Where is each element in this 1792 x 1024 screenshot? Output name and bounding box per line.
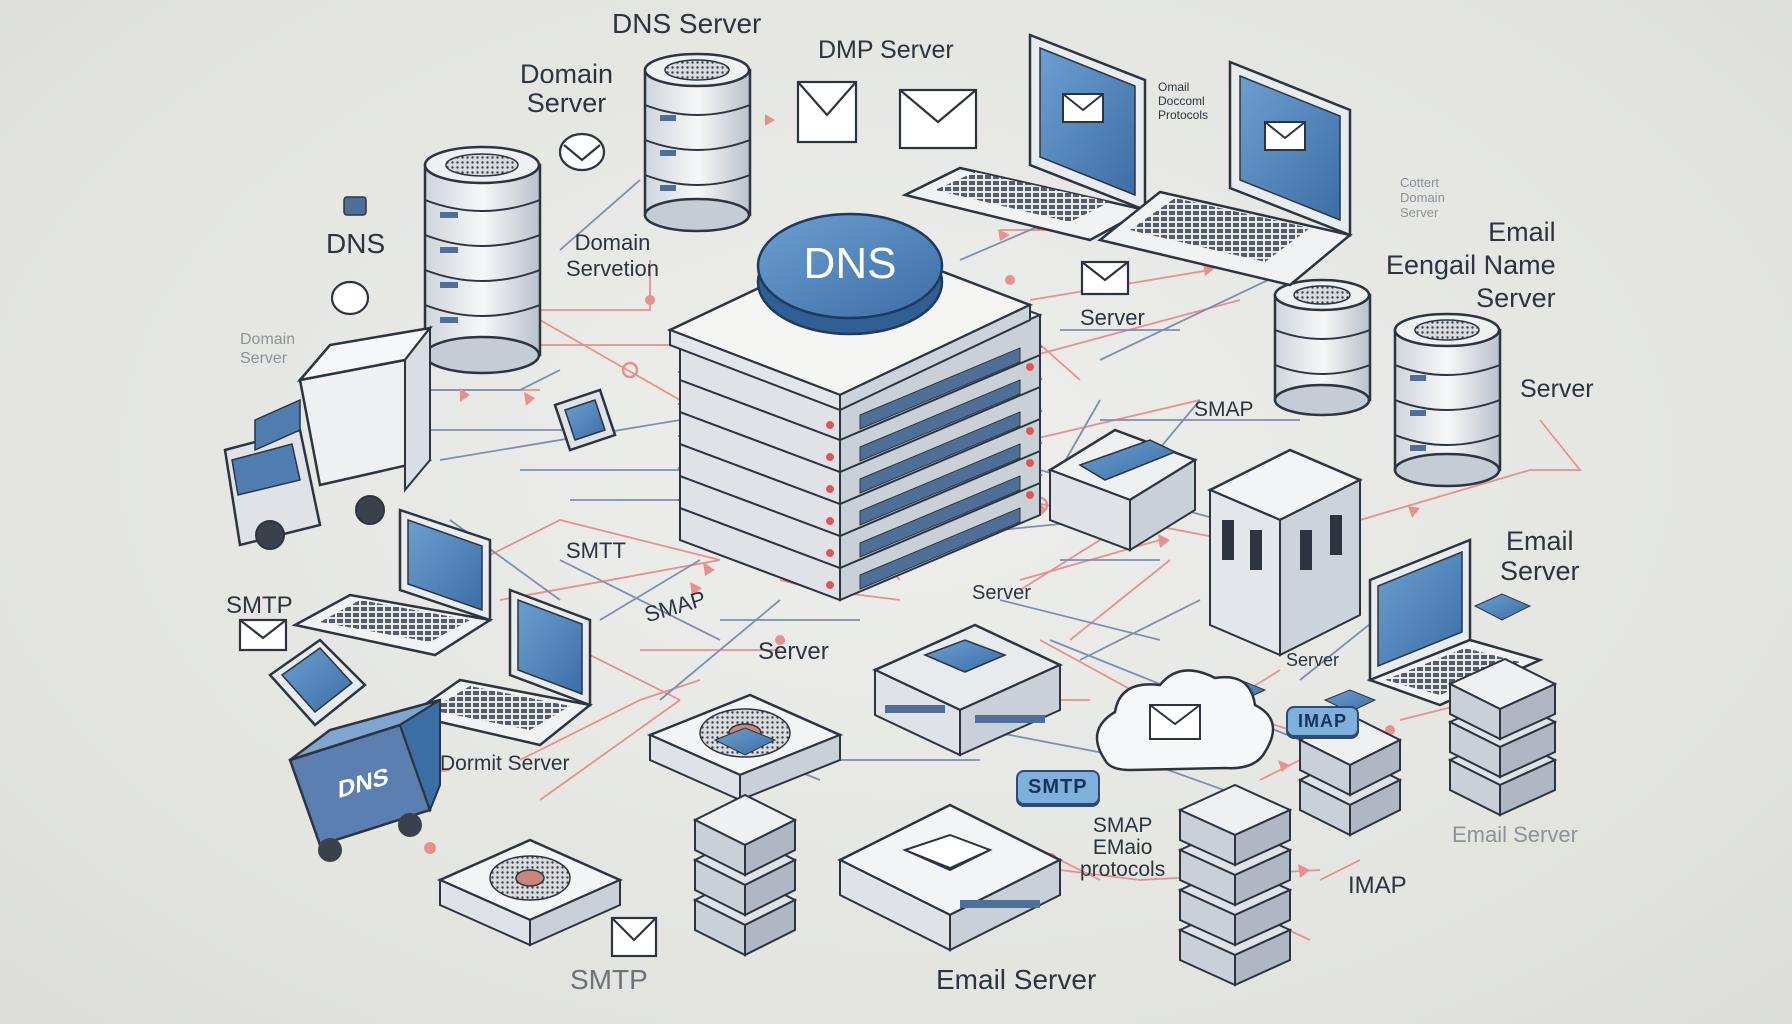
stacked-server-bottom-right[interactable] xyxy=(1177,677,1293,987)
label-dmp-server: DMP Server xyxy=(818,36,954,64)
tower-server-right[interactable] xyxy=(1207,448,1363,657)
envelope-icon xyxy=(558,132,606,172)
stacked-server-bottom-center[interactable] xyxy=(692,727,798,957)
label-email-server-bottom: Email Server xyxy=(936,964,1097,995)
label-server-right: Server xyxy=(1520,375,1594,403)
label-server-center-2: Server xyxy=(972,582,1031,604)
imap-badge: IMAP xyxy=(1286,706,1359,737)
label-imap-bottom: IMAP xyxy=(1348,872,1407,899)
label-domain-server-top: Domain Server xyxy=(520,59,614,118)
laptop-center-left[interactable] xyxy=(406,588,593,747)
label-server-bottom-right: Server xyxy=(1286,650,1340,670)
envelope-icon xyxy=(610,916,658,958)
delivery-truck-bottom-left[interactable] xyxy=(288,698,441,862)
stacked-server-far-right[interactable] xyxy=(1447,593,1558,817)
label-email-engail-name-server: Email Eengail Name Server xyxy=(1386,217,1556,313)
delivery-truck-left[interactable] xyxy=(223,325,433,550)
label-domain-faint: Domain Server xyxy=(240,331,296,367)
envelope-icon xyxy=(796,80,858,144)
label-omail-protocols: Omail Doccoml Protocols xyxy=(1158,80,1209,122)
laptop-top-center[interactable] xyxy=(901,33,1149,242)
tablet-left[interactable] xyxy=(268,638,367,727)
switch-right-center[interactable] xyxy=(1047,428,1198,552)
envelopes xyxy=(238,80,1130,958)
db-server-top[interactable] xyxy=(643,52,752,233)
label-email-server-faint: Email Server xyxy=(1452,822,1578,847)
label-server-mid: Server xyxy=(1080,305,1145,330)
small-device-left[interactable] xyxy=(553,388,617,452)
db-server-left[interactable] xyxy=(423,145,542,375)
label-smtt: SMTT xyxy=(566,538,626,563)
envelope-icon xyxy=(1080,260,1130,296)
label-faint-top-right: Cottert Domain Server xyxy=(1400,175,1445,220)
smtp-badge: SMTP xyxy=(1016,770,1100,805)
mail-server-center[interactable] xyxy=(872,623,1063,757)
cloud-mail[interactable] xyxy=(1095,669,1275,772)
central-dns-server-stack[interactable]: DNS xyxy=(666,212,1043,602)
label-smap-emaio-protocols: SMAP EMaio protocols xyxy=(1080,814,1166,881)
laptop-top-right[interactable] xyxy=(1097,60,1353,287)
label-smtp-bottom: SMTP xyxy=(570,964,648,995)
mail-server-bottom[interactable] xyxy=(837,803,1063,952)
db-server-right-2[interactable] xyxy=(1393,312,1502,488)
label-email-server-right: Email Server xyxy=(1500,526,1580,586)
envelope-icon xyxy=(330,280,370,316)
label-smap-right: SMAP xyxy=(1194,398,1254,421)
envelope-icon xyxy=(238,618,288,652)
label-dns-left: DNS xyxy=(326,228,386,259)
router-left-bottom[interactable] xyxy=(436,838,624,947)
laptop-right[interactable] xyxy=(1366,538,1544,707)
label-smtp-left: SMTP xyxy=(226,592,293,619)
label-dns-server-top: DNS Server xyxy=(612,8,762,39)
label-dormit-server: Dormit Server xyxy=(440,752,570,775)
envelope-icon xyxy=(898,88,978,150)
dns-disc-label: DNS xyxy=(804,239,897,288)
db-server-right-1[interactable] xyxy=(1273,278,1372,417)
label-server-center: Server xyxy=(758,638,829,665)
laptop-left[interactable] xyxy=(291,508,494,657)
label-domain-servetion: Domain Servetion xyxy=(566,230,659,281)
